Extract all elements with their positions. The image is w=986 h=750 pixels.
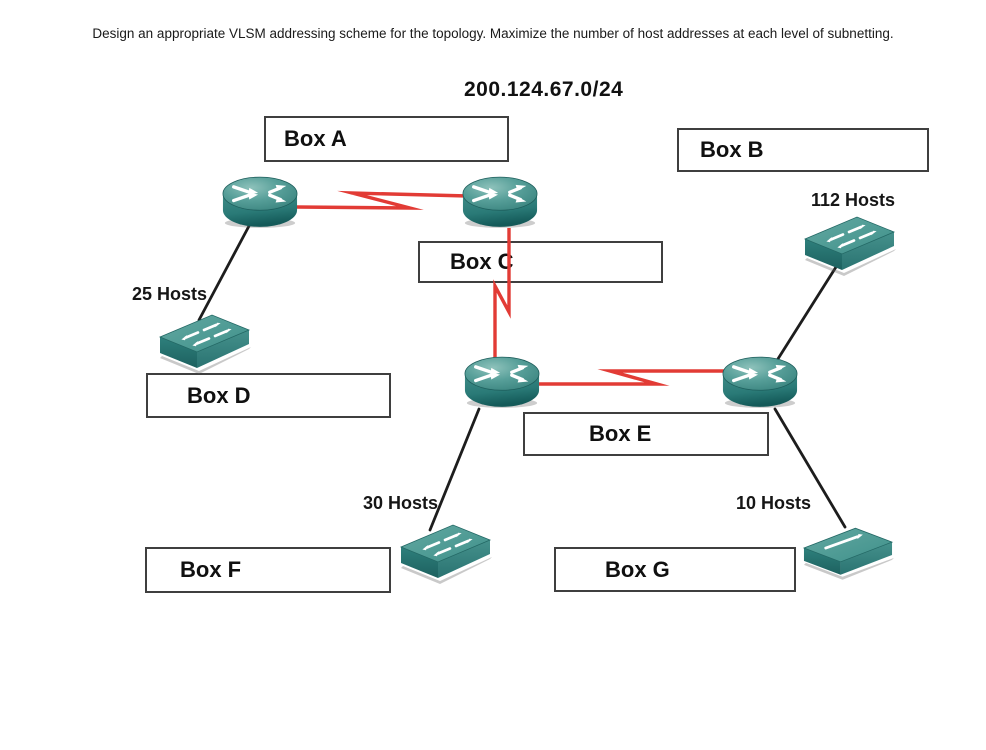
router-top-center-icon	[462, 176, 538, 228]
host-count-25: 25 Hosts	[132, 284, 208, 304]
router-middle-icon	[464, 356, 540, 408]
host-count-112: 112 Hosts	[811, 190, 896, 210]
lan-link-box-d	[197, 224, 251, 322]
box-d-label: Box D	[187, 382, 251, 408]
box-b-label: Box B	[700, 137, 764, 162]
lan-link-box-b	[774, 265, 838, 364]
hub-10-hosts-icon	[802, 527, 895, 580]
box-g-label: Box G	[605, 556, 670, 582]
serial-link-box-e	[536, 369, 724, 386]
box-a-label: Box A	[284, 126, 347, 151]
box-d[interactable]: Box D	[146, 373, 391, 418]
host-count-30: 30 Hosts	[363, 493, 439, 513]
box-a[interactable]: Box A	[264, 116, 509, 162]
box-g[interactable]: Box G	[554, 547, 796, 592]
box-e[interactable]: Box E	[523, 412, 769, 456]
box-b[interactable]: Box B	[677, 128, 929, 172]
box-f[interactable]: Box F	[145, 547, 391, 593]
switch-30-hosts-icon	[399, 524, 492, 584]
network-address-label: 200.124.67.0/24	[464, 78, 624, 101]
switch-112-hosts-icon	[803, 216, 896, 276]
box-e-label: Box E	[589, 421, 652, 446]
switch-25-hosts-icon	[158, 314, 251, 374]
box-c-label: Box C	[450, 249, 514, 274]
box-c[interactable]: Box C	[418, 241, 663, 283]
router-top-left-icon	[222, 176, 298, 228]
serial-link-box-a	[295, 190, 469, 210]
router-right-icon	[722, 356, 798, 408]
box-f-label: Box F	[180, 557, 242, 582]
host-count-10: 10 Hosts	[736, 493, 812, 513]
instruction-text: Design an appropriate VLSM addressing sc…	[92, 26, 894, 41]
